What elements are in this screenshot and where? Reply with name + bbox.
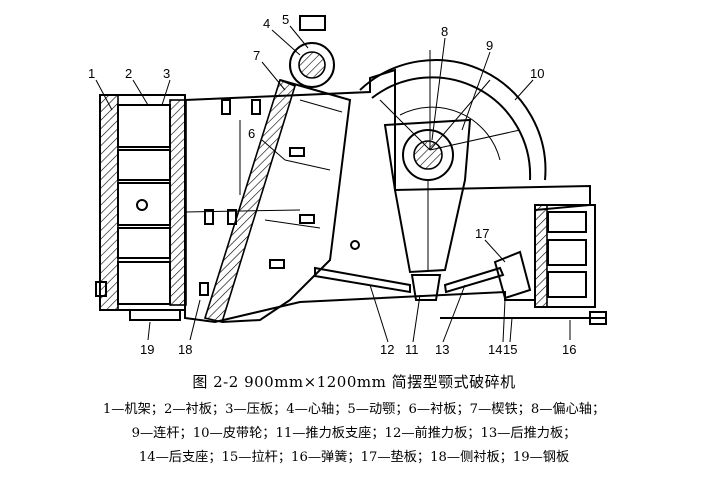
crusher-drawing: 1 2 3 4 5 6 7 8 9 10 11 12 13 14 15 16 1…	[88, 12, 607, 357]
toggle-plates	[314, 240, 505, 301]
swing-jaw	[203, 78, 352, 323]
callout-10: 10	[530, 66, 544, 81]
parts-legend: 1—机架；2—衬板；3—压板；4—心轴；5—动颚；6—衬板；7—楔铁；8—偏心轴…	[0, 398, 708, 470]
callout-17: 17	[475, 226, 489, 241]
callout-18: 18	[178, 342, 192, 357]
callout-6: 6	[248, 126, 255, 141]
callout-15: 15	[503, 342, 517, 357]
callout-13: 13	[435, 342, 449, 357]
legend-line-1: 1—机架；2—衬板；3—压板；4—心轴；5—动颚；6—衬板；7—楔铁；8—偏心轴…	[102, 402, 606, 417]
leader-lines	[95, 25, 571, 343]
callout-5: 5	[282, 12, 289, 27]
mandrel-axle	[289, 15, 335, 88]
callout-14: 14	[488, 342, 502, 357]
callout-16: 16	[562, 342, 576, 357]
callout-3: 3	[163, 66, 170, 81]
callout-4: 4	[263, 16, 270, 31]
callout-7: 7	[253, 48, 260, 63]
callout-12: 12	[380, 342, 394, 357]
legend-line-2: 9—连杆；10—皮带轮；11—推力板支座；12—前推力板；13—后推力板；	[131, 426, 577, 441]
callout-19: 19	[140, 342, 154, 357]
callout-9: 9	[486, 38, 493, 53]
pitman-connecting-rod	[383, 118, 472, 274]
callout-labels: 1 2 3 4 5 6 7 8 9 10 11 12 13 14 15 16 1…	[88, 12, 576, 357]
callout-11: 11	[405, 342, 419, 357]
figure-caption: 图 2-2 900mm×1200mm 简摆型颚式破碎机	[192, 373, 516, 391]
callout-8: 8	[441, 24, 448, 39]
legend-line-3: 14—后支座；15—拉杆；16—弹簧；17—垫板；18—侧衬板；19—钢板	[138, 450, 570, 465]
left-frame-block	[95, 94, 187, 321]
callout-2: 2	[125, 66, 132, 81]
callout-1: 1	[88, 66, 95, 81]
right-frame-block	[440, 204, 607, 325]
